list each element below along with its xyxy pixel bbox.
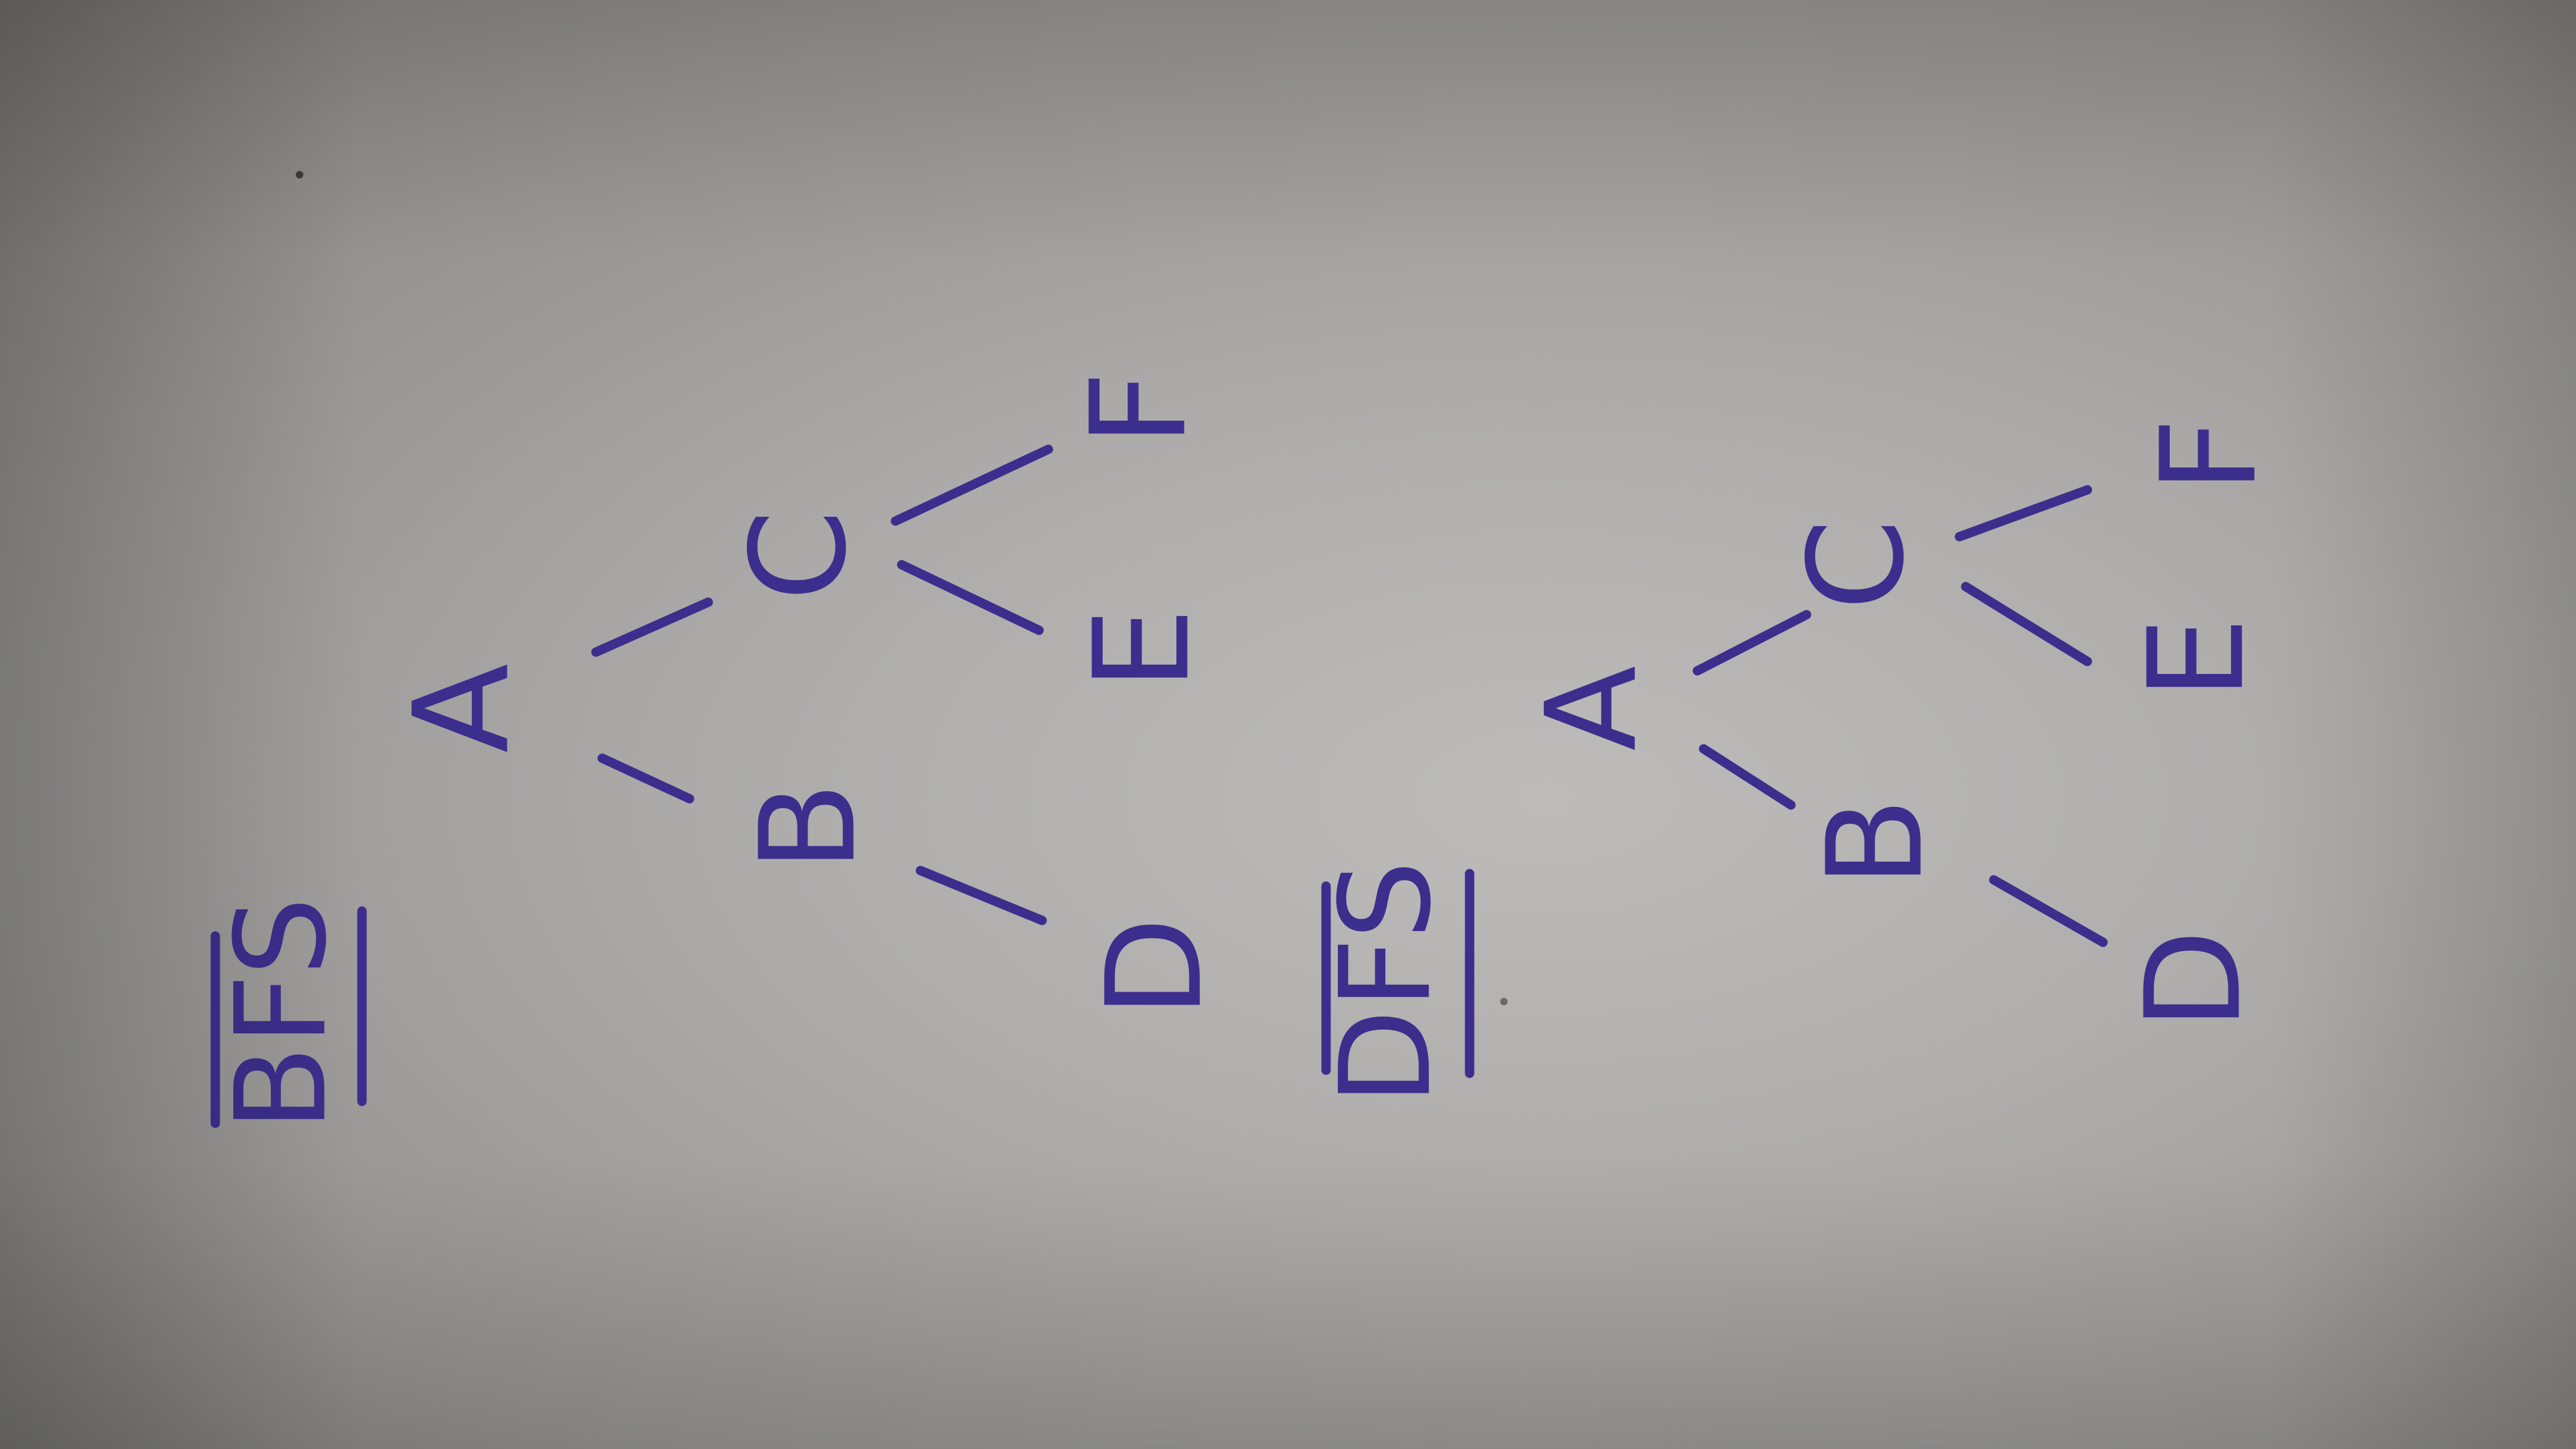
bfs-node-b: B: [732, 782, 885, 872]
dfs-title: DFS: [1314, 861, 1459, 1105]
dfs-node-c: C: [1780, 519, 1933, 611]
bfs-title: BFS: [209, 897, 354, 1131]
dfs-edge-b-d: [1989, 875, 2108, 947]
bfs-edge-a-b: [597, 753, 695, 804]
bfs-diagram: BFS A B C D E F: [209, 371, 1231, 1131]
dfs-diagram: DFS A B C D E F: [1314, 418, 2286, 1106]
paper-speck: [1500, 998, 1508, 1005]
paper-speck: [296, 171, 303, 178]
bfs-edge-c-f: [890, 444, 1053, 526]
dfs-edge-a-b: [1699, 744, 1796, 810]
bfs-node-f: F: [1063, 371, 1216, 447]
bfs-node-d: D: [1078, 917, 1231, 1018]
dfs-edge-c-f: [1954, 485, 2092, 542]
bfs-edge-a-c: [591, 597, 713, 657]
bfs-node-e: E: [1066, 608, 1219, 691]
dfs-node-d: D: [2117, 929, 2270, 1030]
bfs-node-a: A: [386, 663, 539, 753]
bfs-edge-b-d: [915, 866, 1047, 925]
bfs-edge-c-e: [897, 560, 1044, 635]
dfs-node-f: F: [2133, 418, 2286, 494]
bfs-node-c: C: [723, 510, 876, 602]
dfs-edge-a-c: [1692, 610, 1812, 676]
dfs-node-b: B: [1799, 798, 1952, 887]
dfs-node-a: A: [1520, 666, 1665, 751]
dfs-edge-c-e: [1961, 582, 2092, 666]
dfs-node-e: E: [2120, 617, 2273, 700]
